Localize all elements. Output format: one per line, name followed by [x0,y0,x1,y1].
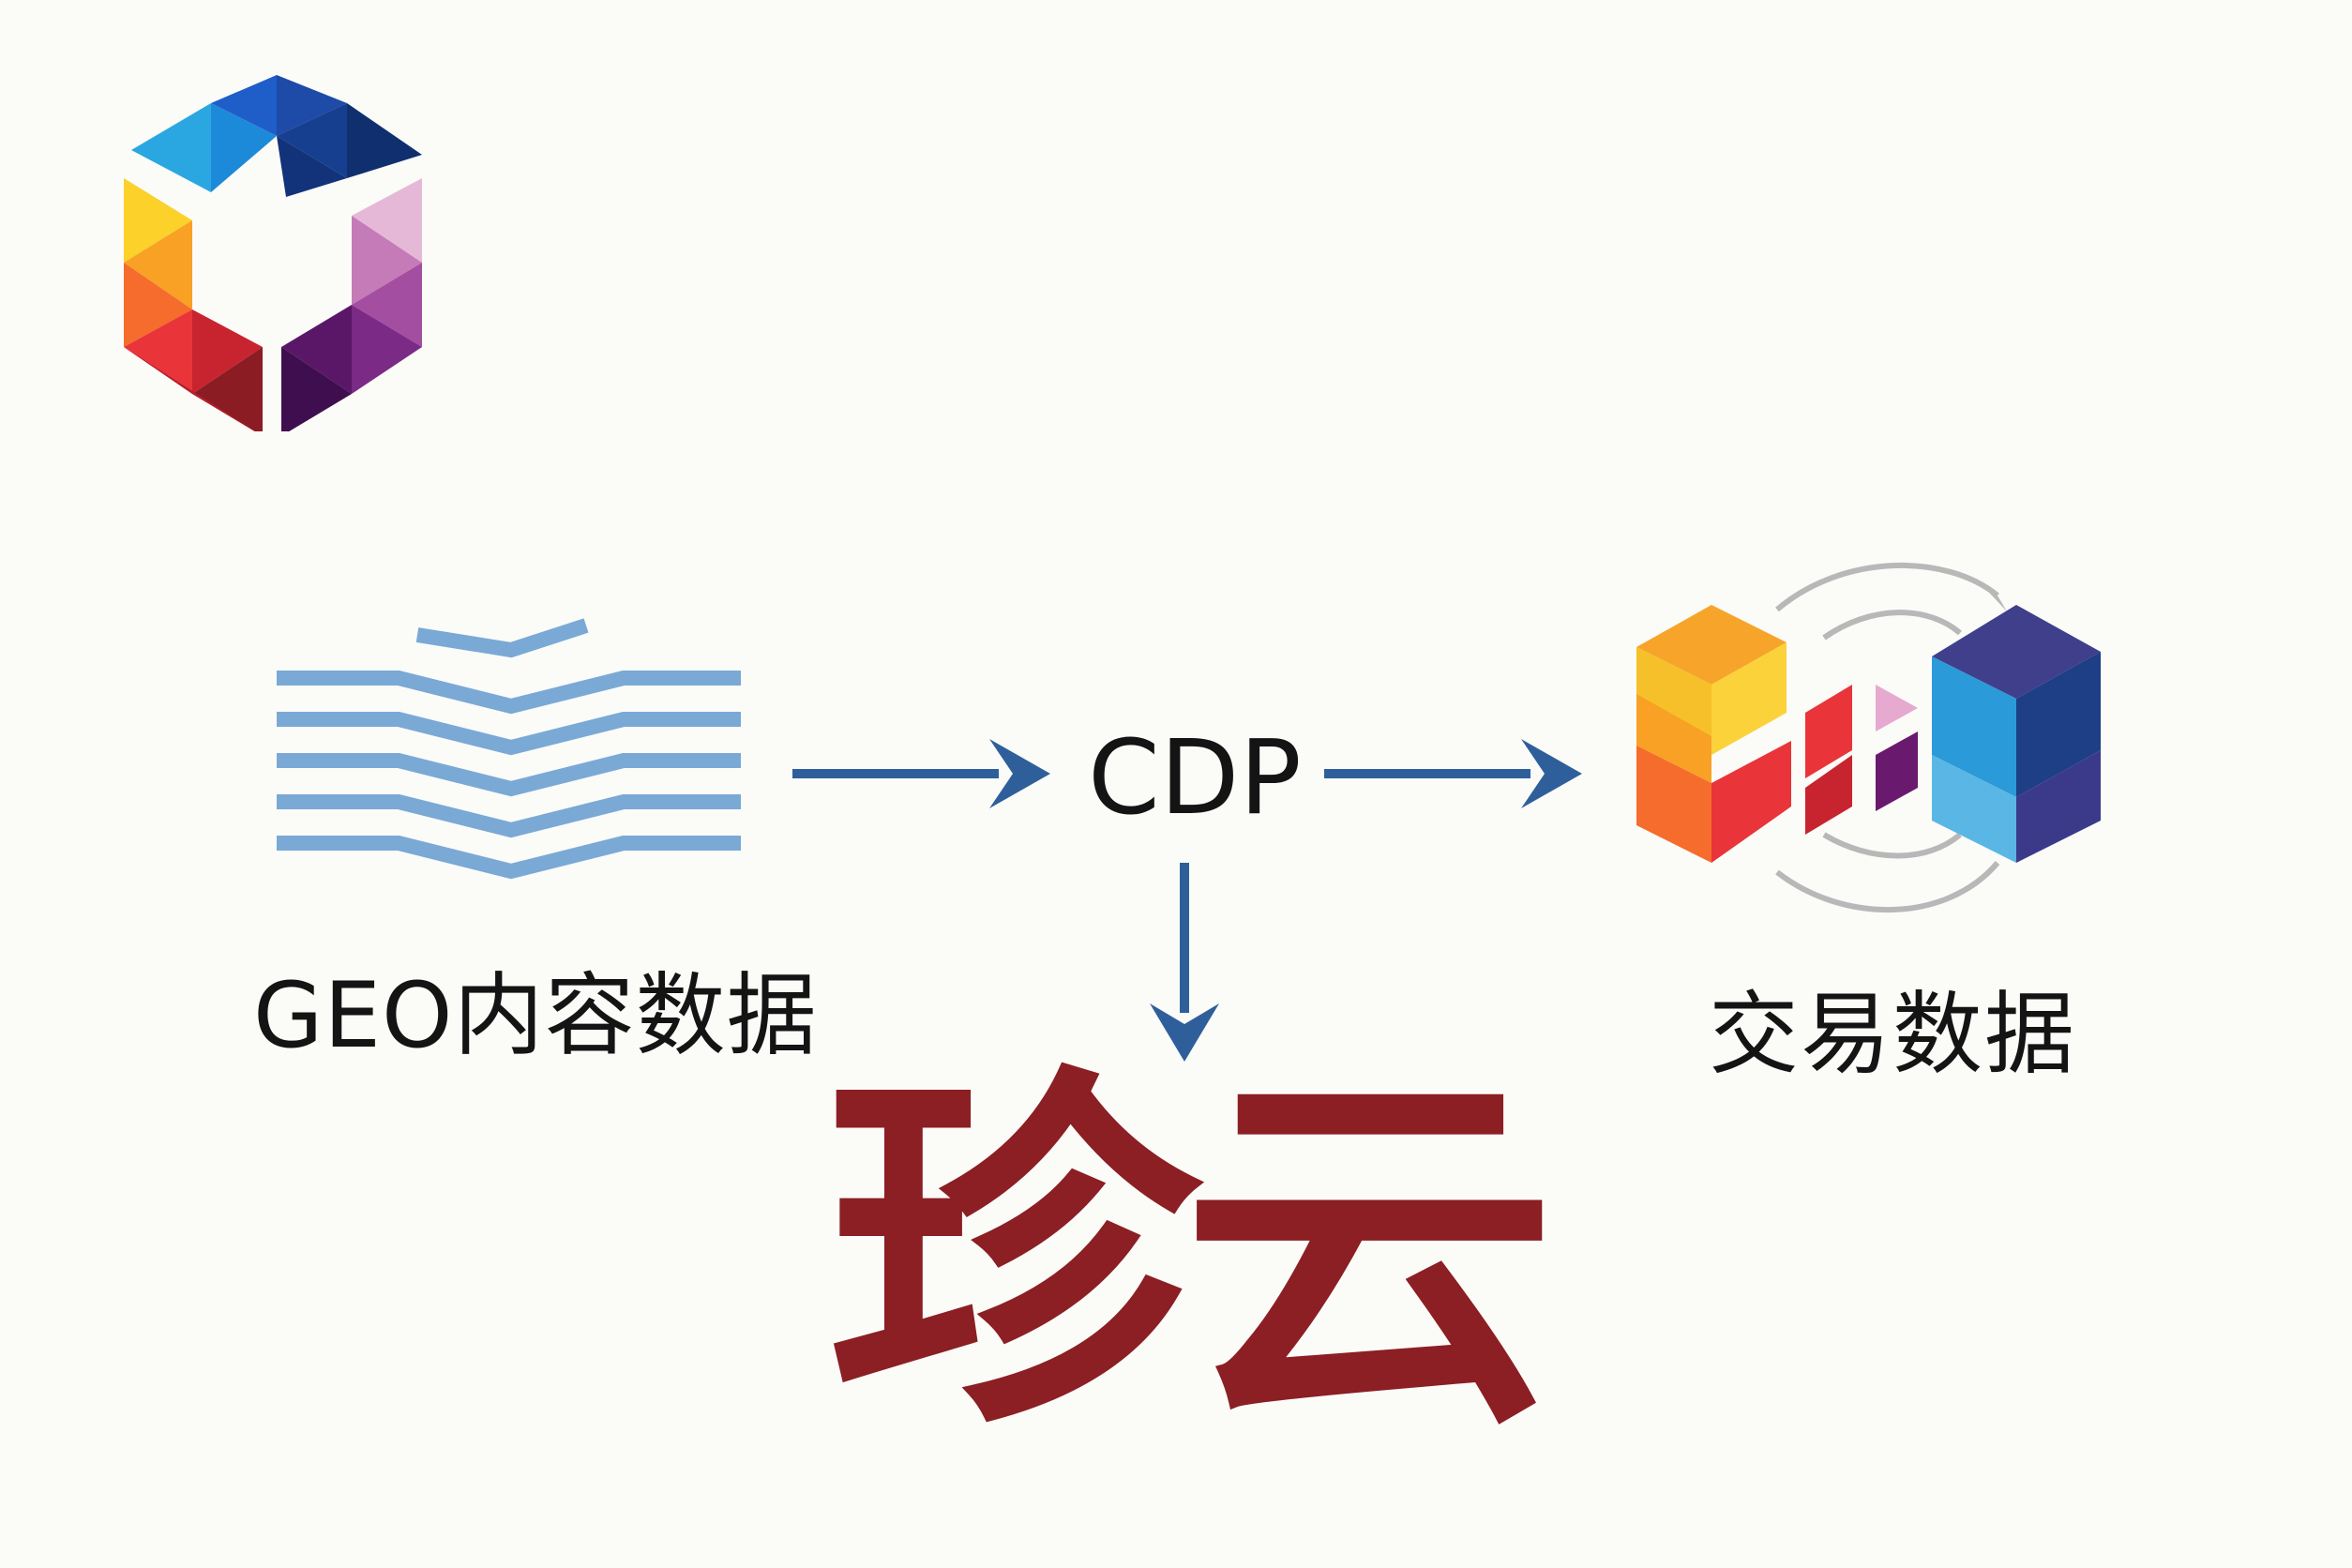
open-book-lines-icon [277,618,741,880]
transaction-label: 交易数据 [1709,982,2076,1087]
arrow-cdp-to-transaction [1324,739,1582,808]
arrow-cdp-to-brand [1150,863,1219,1062]
arrow-geo-to-cdp [792,739,1050,808]
hexagon-logo-icon [124,75,422,431]
geo-content-label: GEO内容数据 [253,963,818,1068]
cdp-label: CDP [1088,717,1302,837]
cube-sync-icon [1636,562,2101,913]
brand-label: 珍云 [825,1038,1557,1474]
